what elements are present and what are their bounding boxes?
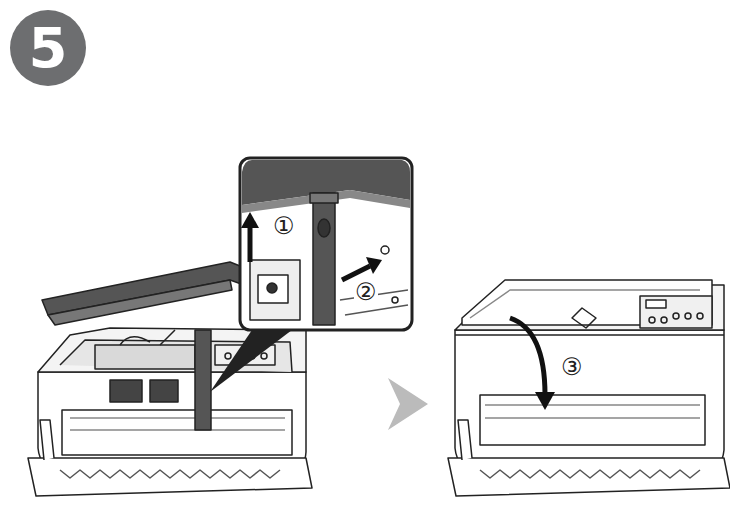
callout-number: ①	[272, 214, 296, 238]
callout-number: ②	[354, 280, 378, 304]
step-number: 5	[29, 20, 68, 76]
callout-number: ③	[560, 355, 584, 379]
step-number-circle: 5	[10, 10, 86, 86]
